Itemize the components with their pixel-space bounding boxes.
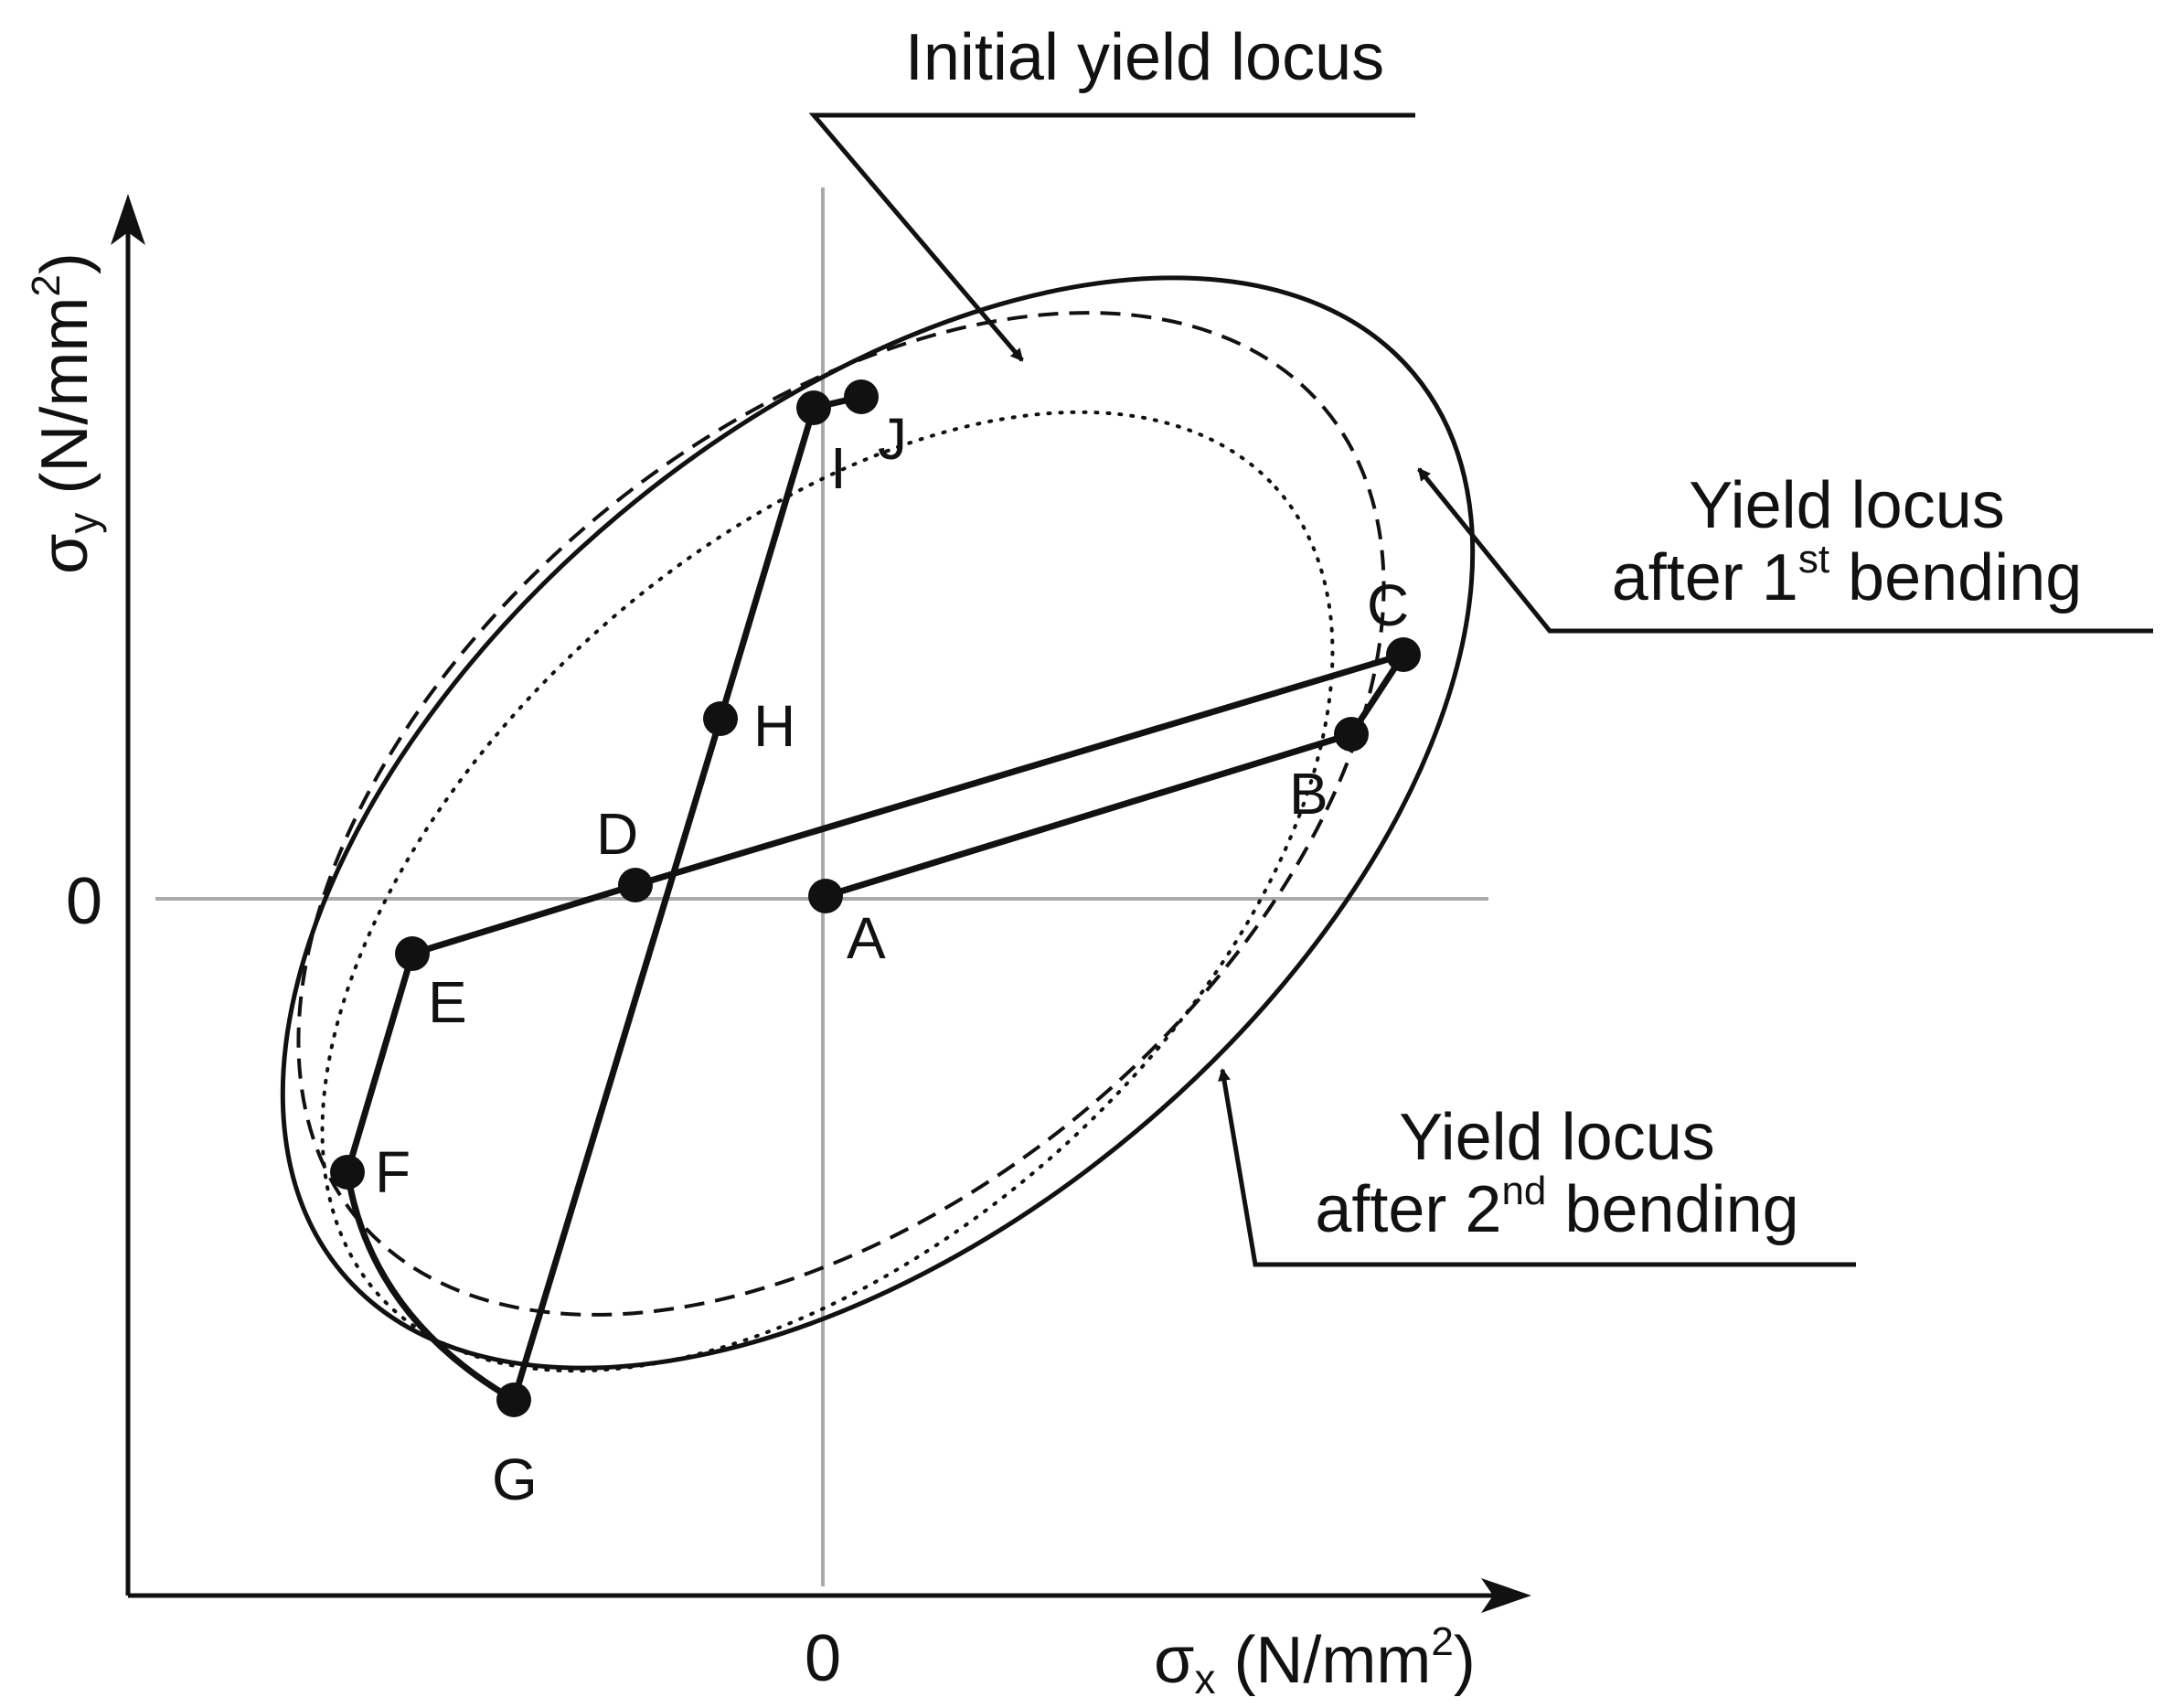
point-e (395, 936, 430, 971)
x-origin-tick-label: 0 (805, 1622, 841, 1695)
callout-first-line2-sup: st (1798, 537, 1829, 582)
callout-second-line2: after 2nd bending (1315, 1169, 1798, 1246)
y-axis-label: σy (N/mm2) (24, 252, 107, 574)
point-f (330, 1155, 365, 1190)
x-axis-label: σx (N/mm2) (1154, 1619, 1476, 1703)
callout-initial-yield-locus: Initial yield locus (808, 21, 1415, 362)
point-i (796, 390, 831, 425)
path-segment-h-i (717, 404, 817, 722)
callout-second-line2-pre: after 2 (1315, 1173, 1501, 1246)
callout-initial-leader (808, 112, 1415, 362)
x-axis-arrowhead (1481, 1578, 1531, 1613)
path-segment-d-e (409, 881, 639, 957)
callout-first-line2-post: bending (1829, 541, 2082, 614)
point-c (1386, 637, 1421, 672)
label-i: I (830, 435, 847, 501)
callout-second-line2-post: bending (1546, 1173, 1798, 1246)
y-axis-subscript: y (59, 513, 107, 534)
callout-second-line1: Yield locus (1399, 1101, 1715, 1174)
callout-first-line2: after 1st bending (1612, 537, 2083, 614)
callout-second-leader (1218, 1068, 1856, 1267)
callout-yield-locus-after-1st-bending: Yield locus after 1st bending (1417, 467, 2153, 634)
callout-yield-locus-after-2nd-bending: Yield locus after 2nd bending (1218, 1068, 1856, 1267)
label-e: E (428, 969, 467, 1035)
path-segment-e-f (344, 950, 416, 1176)
x-axis-unit: (N/mm (1215, 1624, 1431, 1697)
callout-first-line1: Yield locus (1689, 469, 2005, 542)
path-segment-f-g (344, 1169, 517, 1404)
y-axis-unit-close: ) (28, 252, 101, 274)
label-b: B (1289, 761, 1328, 827)
callout-first-line2-pre: after 1 (1612, 541, 1798, 614)
label-h: H (753, 693, 795, 759)
x-axis-symbol: σ (1154, 1624, 1194, 1697)
initial-yield-locus (320, 410, 1335, 1373)
state-points (330, 379, 1421, 1417)
path-segment-c-d (632, 651, 1407, 889)
y-axis-arrowhead (111, 194, 145, 245)
yield-locus-after-2nd-bending (280, 275, 1476, 1371)
x-axis-subscript: x (1194, 1655, 1215, 1703)
callout-first-leader (1417, 467, 2153, 634)
path-segment-g-h (510, 715, 724, 1404)
label-c: C (1367, 572, 1409, 638)
y-axis-unit: (N/mm (28, 297, 101, 513)
callout-second-line2-sup: nd (1501, 1169, 1546, 1213)
label-a: A (847, 905, 886, 971)
y-origin-tick-label: 0 (66, 865, 102, 938)
label-d: D (596, 801, 638, 867)
point-d (618, 868, 653, 902)
point-b (1334, 717, 1369, 752)
label-g: G (492, 1446, 538, 1512)
label-f: F (375, 1139, 411, 1205)
y-axis-symbol: σ (28, 534, 101, 574)
point-g (496, 1382, 531, 1417)
callout-initial-text: Initial yield locus (905, 21, 1384, 94)
x-axis-unit-sup: 2 (1431, 1619, 1453, 1664)
point-a (808, 879, 843, 913)
point-h (703, 701, 738, 736)
label-j: J (878, 406, 907, 472)
x-axis-unit-close: ) (1454, 1624, 1476, 1697)
point-j (844, 379, 879, 414)
path-segment-a-b (822, 731, 1355, 900)
y-axis-unit-sup: 2 (24, 274, 69, 296)
